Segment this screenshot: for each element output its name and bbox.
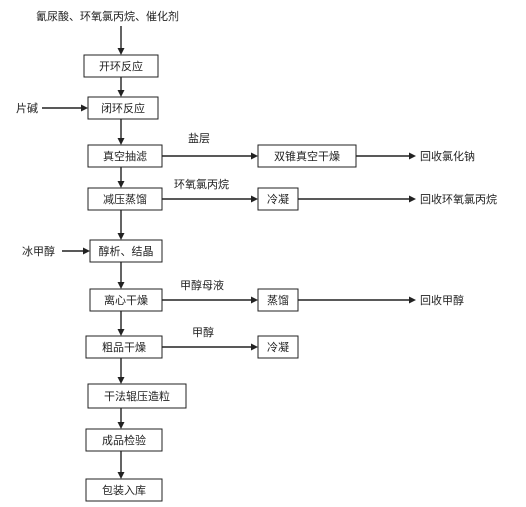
- step-packaging-box: [85, 478, 163, 502]
- side-condensation-1-label: 冷凝: [267, 192, 289, 206]
- step-vacuum-filtration-label: 真空抽滤: [103, 149, 147, 163]
- step-packaging-label: 包装入库: [102, 484, 146, 497]
- arrow-inspection-to-packaging: [117, 472, 125, 479]
- step-product-inspection-label: 成品检验: [102, 433, 146, 447]
- step-dry-granulation-box: [87, 383, 187, 409]
- output-recover-ech-label: 回收环氧氯丙烷: [420, 192, 497, 206]
- arrow-filtration-to-drying: [251, 152, 258, 160]
- side-condensation-2-label: 冷凝: [267, 340, 289, 354]
- arrow-distillation-to-methanol: [409, 296, 416, 304]
- arrow-distillation-to-crystallization: [117, 233, 125, 240]
- arrow-crude-to-condensation: [251, 343, 258, 351]
- arrow-distillation-to-condensation: [251, 195, 258, 203]
- output-recover-nacl-label: 回收氯化钠: [420, 149, 475, 163]
- arrow-ring-opening-to-closing: [117, 90, 125, 97]
- input-flake-alkali-label: 片碱: [16, 102, 38, 115]
- arrow-centrifugal-to-crude: [117, 329, 125, 336]
- step-ring-closing-label: 闭环反应: [101, 101, 145, 115]
- input-top-label: 氰尿酸、环氧氯丙烷、催化剂: [36, 9, 179, 23]
- step-product-inspection-box: [85, 428, 163, 452]
- output-recover-methanol-label: 回收甲醇: [420, 293, 464, 307]
- arrow-crude-to-granulation: [117, 377, 125, 384]
- step-crude-drying-label: 粗品干燥: [102, 341, 146, 354]
- side-distillation-label: 蒸馏: [267, 293, 289, 307]
- stream-methanol-mother-liquor-label: 甲醇母液: [180, 278, 224, 292]
- arrow-centrifugal-to-distillation: [251, 296, 258, 304]
- step-ring-opening-label: 开环反应: [99, 59, 143, 73]
- stream-salt-layer-label: 盐层: [188, 132, 210, 145]
- arrow-crystallization-to-centrifugal: [117, 282, 125, 289]
- arrow-granulation-to-inspection: [117, 422, 125, 429]
- arrow-condensation-to-ech: [409, 195, 416, 203]
- step-vacuum-distillation-label: 减压蒸馏: [103, 192, 147, 206]
- input-methanol-label: 冰甲醇: [22, 244, 55, 258]
- side-double-cone-drying-label: 双锥真空干燥: [274, 149, 340, 163]
- stream-methanol-label: 甲醇: [192, 325, 214, 339]
- step-dry-granulation-label: 干法辊压造粒: [104, 389, 170, 403]
- arrow-flake-alkali-in: [81, 104, 88, 112]
- arrow-filtration-to-distillation: [117, 181, 125, 188]
- stream-epichlorohydrin-label: 环氧氯丙烷: [174, 177, 229, 191]
- arrow-ring-closing-to-filtration: [117, 138, 125, 145]
- arrow-input-to-ring-opening: [117, 48, 125, 55]
- arrow-methanol-in: [83, 247, 90, 255]
- step-centrifugal-drying-label: 离心干燥: [104, 293, 148, 307]
- step-alcohol-crystallization-label: 醇析、结晶: [99, 244, 154, 258]
- arrow-drying-to-nacl: [409, 152, 416, 160]
